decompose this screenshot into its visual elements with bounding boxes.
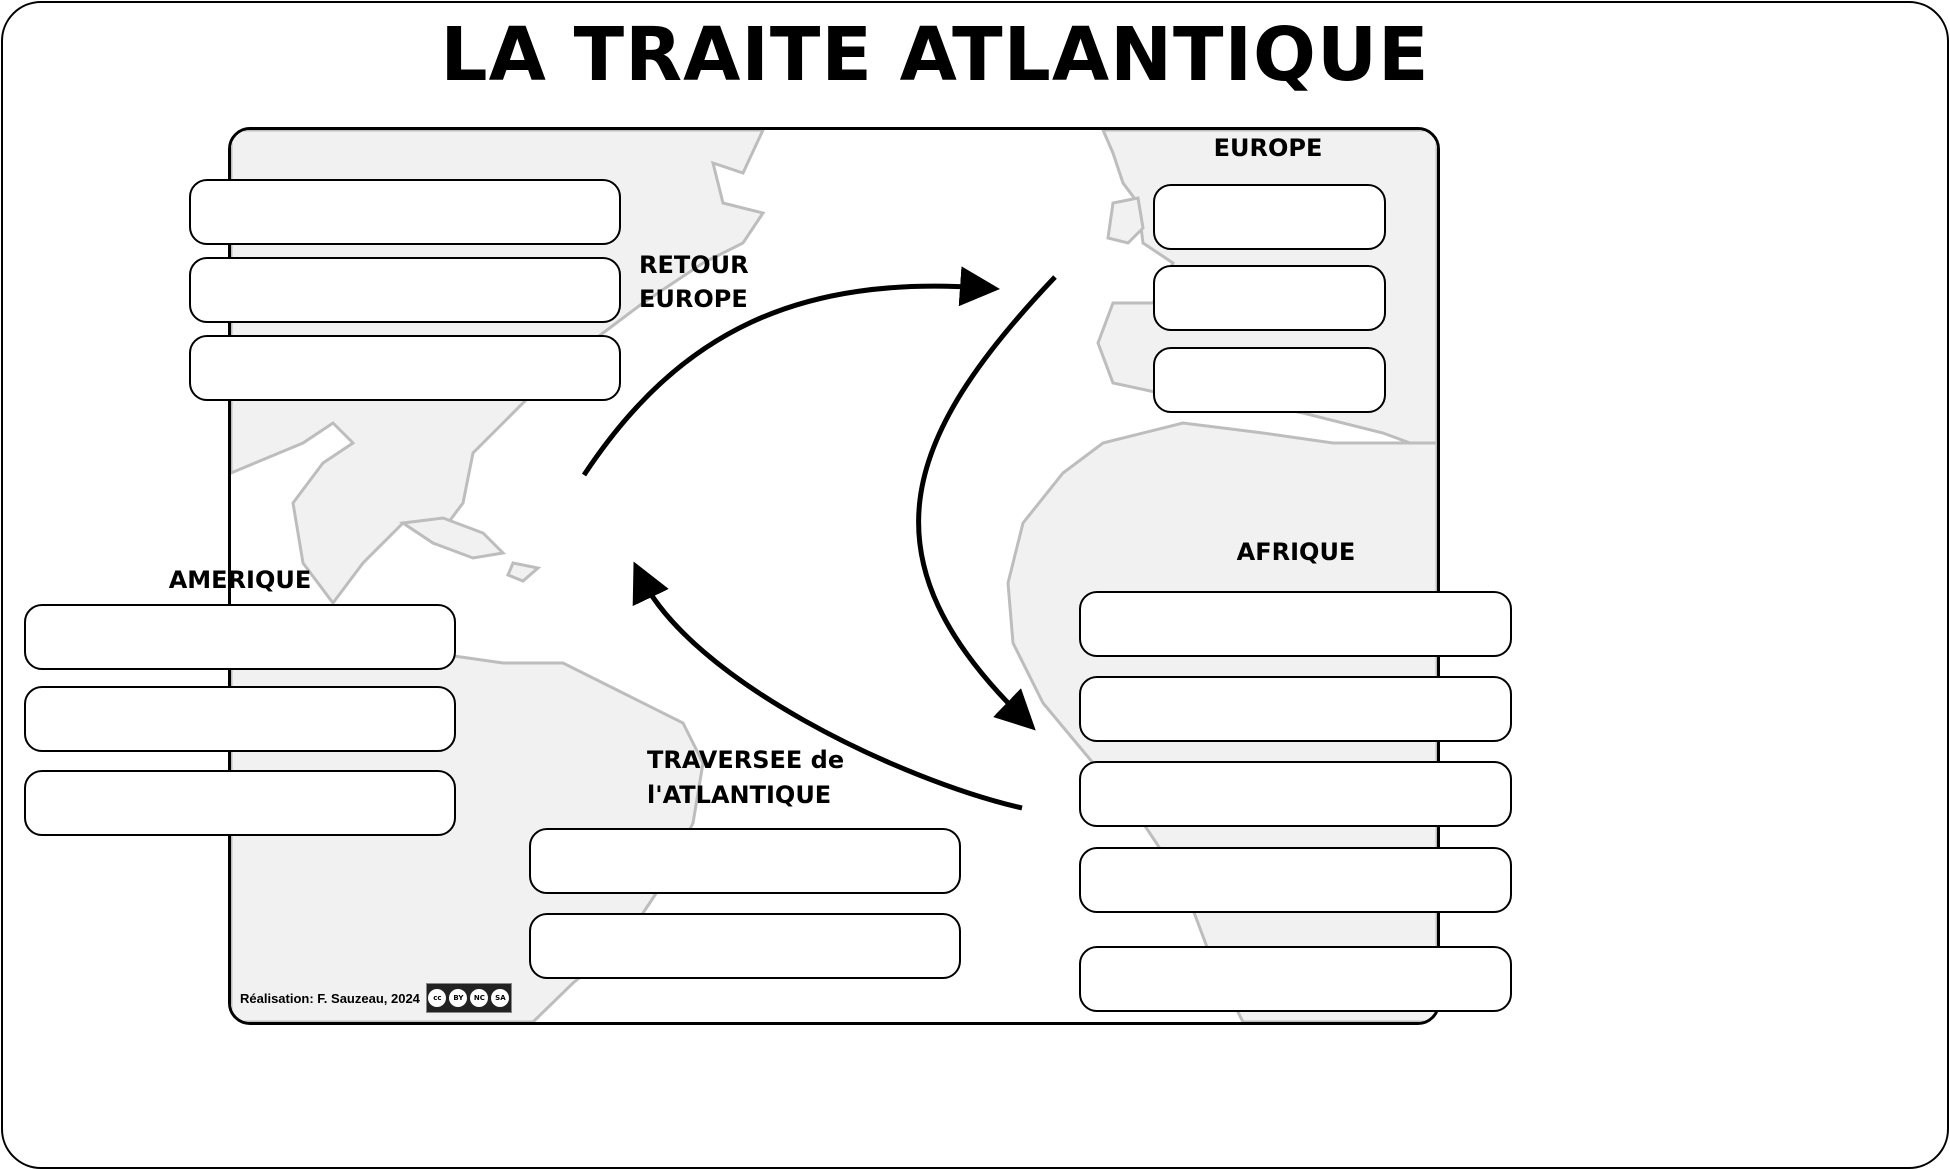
answer-box-afrique-1[interactable]	[1079, 591, 1512, 657]
answer-box-afrique-5[interactable]	[1079, 946, 1512, 1012]
label-amerique: AMERIQUE	[168, 566, 312, 594]
label-traversee-line2: l'ATLANTIQUE	[647, 781, 832, 809]
answer-box-retour-3[interactable]	[189, 335, 621, 401]
answer-box-amerique-1[interactable]	[24, 604, 456, 670]
answer-box-europe-1[interactable]	[1153, 184, 1386, 250]
answer-box-traversee-1[interactable]	[529, 828, 961, 894]
answer-box-europe-3[interactable]	[1153, 347, 1386, 413]
credit-row: Réalisation: F. Sauzeau, 2024 cc BY NC S…	[240, 983, 512, 1013]
answer-box-europe-2[interactable]	[1153, 265, 1386, 331]
nc-icon: NC	[470, 989, 489, 1007]
cc-license-badge: cc BY NC SA	[425, 983, 512, 1013]
answer-box-amerique-2[interactable]	[24, 686, 456, 752]
answer-box-afrique-3[interactable]	[1079, 761, 1512, 827]
credit-text: Réalisation: F. Sauzeau, 2024	[240, 990, 420, 1006]
page-title: LA TRAITE ATLANTIQUE	[440, 12, 1430, 98]
label-retour-line1: RETOUR	[639, 251, 749, 279]
british-isles	[1106, 196, 1145, 245]
label-afrique: AFRIQUE	[1236, 538, 1356, 566]
answer-box-retour-2[interactable]	[189, 257, 621, 323]
answer-box-traversee-2[interactable]	[529, 913, 961, 979]
label-retour-line2: EUROPE	[639, 285, 748, 313]
arrow-traversee-atlantique	[632, 561, 1023, 811]
label-europe: EUROPE	[1213, 134, 1323, 162]
arrow-retour-europe	[581, 266, 1000, 477]
label-traversee-line1: TRAVERSEE de	[647, 746, 845, 774]
answer-box-afrique-4[interactable]	[1079, 847, 1512, 913]
cc-icon: cc	[428, 989, 447, 1007]
by-icon: BY	[449, 989, 468, 1007]
sa-icon: SA	[491, 989, 510, 1007]
answer-box-amerique-3[interactable]	[24, 770, 456, 836]
caribbean-islands	[398, 516, 542, 583]
arrow-europe-afrique	[916, 275, 1057, 731]
answer-box-afrique-2[interactable]	[1079, 676, 1512, 742]
answer-box-retour-1[interactable]	[189, 179, 621, 245]
